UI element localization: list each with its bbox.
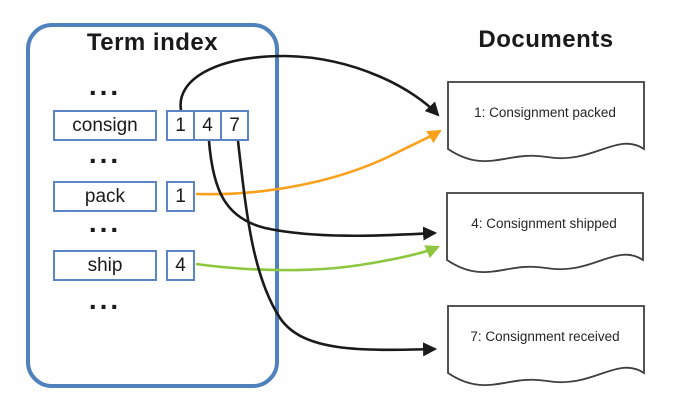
documents-heading: Documents: [478, 26, 614, 53]
document-card-3: 7: Consignment received: [447, 305, 645, 397]
document-shape-icon: [446, 192, 644, 274]
document-label: 7: Consignment received: [470, 329, 620, 344]
document-shape-icon: [447, 305, 645, 387]
document-card-2: 4: Consignment shipped: [446, 192, 644, 284]
document-shape-icon: [447, 81, 645, 163]
posting-cell-ship-4: 4: [166, 250, 195, 281]
posting-cell-consign-1: 1: [166, 110, 195, 141]
postings-pack: 1: [166, 181, 195, 212]
ellipsis-mid-1: ...: [88, 138, 122, 169]
document-label: 4: Consignment shipped: [471, 216, 617, 231]
posting-cell-consign-4: 4: [193, 110, 222, 141]
ellipsis-bottom: ...: [88, 284, 122, 315]
document-label: 1: Consignment packed: [474, 105, 616, 120]
posting-cell-consign-7: 7: [220, 110, 249, 141]
document-card-1: 1: Consignment packed: [447, 81, 645, 173]
term-index-title: Term index: [86, 29, 219, 56]
ellipsis-top: ...: [88, 70, 122, 101]
term-box-ship: ship: [53, 250, 157, 281]
postings-ship: 4: [166, 250, 195, 281]
posting-cell-pack-1: 1: [166, 181, 195, 212]
postings-consign: 1 4 7: [166, 110, 249, 141]
term-box-consign: consign: [53, 110, 157, 141]
ellipsis-mid-2: ...: [88, 207, 122, 238]
term-box-pack: pack: [53, 181, 157, 212]
